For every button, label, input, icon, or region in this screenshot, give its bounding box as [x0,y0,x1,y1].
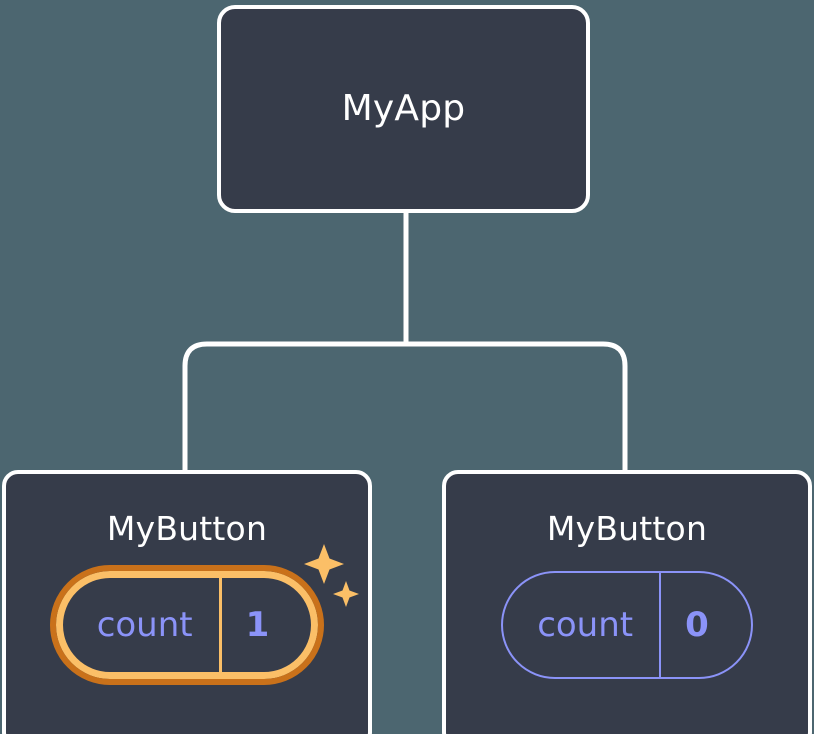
state-pill-wrapper-left: count 1 [49,544,360,685]
node-child-mybutton-right[interactable]: MyButton count 0 [442,470,812,734]
state-pill-left[interactable]: count 1 [49,565,325,685]
state-key-right: count [537,605,634,645]
state-pill-right[interactable]: count 0 [501,571,753,679]
state-value-right: 0 [659,573,751,677]
state-key-left: count [96,605,193,645]
node-child-right-title: MyButton [546,509,708,548]
node-child-left-title: MyButton [106,509,268,548]
state-pill-wrapper-right: count 0 [501,571,753,679]
node-root-title: MyApp [341,88,466,129]
sparkle-small-icon [333,581,360,607]
state-value-left: 1 [218,578,312,672]
connector-branch-bar [182,341,628,472]
node-child-mybutton-left[interactable]: MyButton count 1 [2,470,372,734]
node-root-myapp[interactable]: MyApp [217,5,590,213]
